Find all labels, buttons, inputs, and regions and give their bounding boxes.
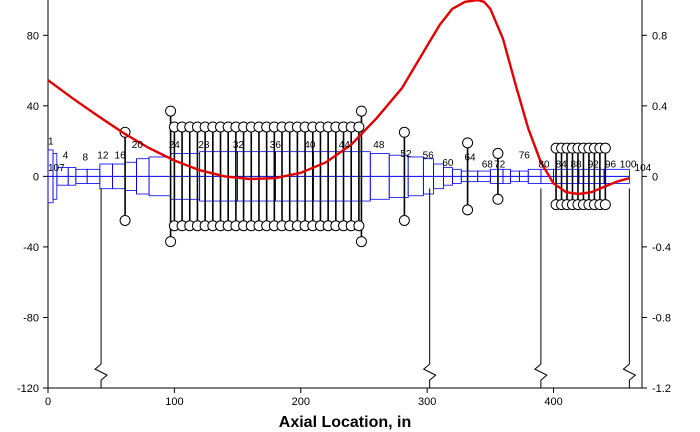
x-tick-label: 200 — [292, 396, 310, 408]
node-label: 80 — [538, 160, 550, 171]
disk-bottom — [398, 214, 410, 226]
y2-tick-label: 0.8 — [652, 30, 667, 42]
mode-shape-line — [47, 0, 630, 196]
disk-top — [398, 126, 410, 138]
y-tick-label: 0 — [33, 171, 39, 183]
node-label: 88 — [570, 160, 582, 171]
pack-disk-top — [353, 121, 365, 133]
pack-disk-top — [599, 142, 611, 154]
y2-tick-label: 0 — [652, 171, 658, 183]
node-label: 64 — [464, 152, 476, 163]
x-axis-title: Axial Location, in — [279, 414, 411, 431]
disk-markers — [119, 105, 611, 248]
node-label: 16 — [115, 151, 127, 162]
y-tick-label: 40 — [27, 101, 39, 113]
support-spring — [94, 363, 108, 388]
disk-bottom — [119, 214, 131, 226]
y2-tick-label: -1.2 — [652, 383, 671, 395]
node-label: 48 — [373, 140, 385, 151]
node-label: 24 — [169, 140, 181, 151]
y2-tick-label: -0.8 — [652, 312, 671, 324]
bearing-supports — [94, 188, 637, 388]
disk-top — [165, 105, 177, 117]
node-label: 60 — [442, 158, 454, 169]
node-label: 52 — [400, 149, 412, 160]
node-label: 68 — [482, 160, 494, 171]
mode-shape — [47, 0, 630, 196]
x-tick-label: 400 — [544, 396, 562, 408]
y-tick-label: 80 — [27, 30, 39, 42]
node-label: 84 — [556, 160, 568, 171]
node-label: 20 — [132, 140, 144, 151]
y2-tick-label: -0.4 — [652, 242, 671, 254]
node-label: 96 — [605, 160, 617, 171]
y2-tick-label: 0.4 — [652, 101, 667, 113]
support-spring — [422, 363, 437, 388]
node-label: 8 — [83, 152, 89, 163]
disk-bottom — [492, 193, 504, 205]
node-label: 12 — [97, 151, 109, 162]
y-tick-label: -40 — [23, 242, 39, 254]
pack-disk-bottom — [599, 199, 611, 211]
node-label: 40 — [304, 140, 316, 151]
node-label: 104 — [635, 163, 652, 174]
support-spring — [533, 363, 548, 388]
disk-top — [462, 137, 474, 149]
node-label: 1 — [48, 137, 54, 148]
x-tick-label: 100 — [165, 396, 183, 408]
pack-disk-bottom — [353, 220, 365, 232]
node-label: 100 — [620, 160, 637, 171]
shaft-model — [47, 149, 630, 204]
disk-bottom — [355, 236, 367, 248]
node-label: 56 — [423, 151, 435, 162]
x-tick-label: 300 — [418, 396, 436, 408]
node-label: 28 — [198, 140, 210, 151]
x-tick-label: 0 — [45, 396, 51, 408]
node-label: 36 — [270, 140, 282, 151]
node-label: 4 — [63, 151, 69, 162]
node-label: 44 — [339, 140, 351, 151]
disk-top — [355, 105, 367, 117]
y-tick-label: -120 — [17, 383, 39, 395]
node-label: 32 — [233, 140, 245, 151]
node-label: 92 — [588, 160, 600, 171]
disk-top — [492, 147, 504, 159]
disk-bottom — [462, 204, 474, 216]
node-label: 107 — [48, 163, 65, 174]
node-label: 72 — [494, 160, 506, 171]
y-tick-label: -80 — [23, 312, 39, 324]
disk-bottom — [165, 236, 177, 248]
support-spring — [622, 363, 637, 388]
node-label: 76 — [519, 151, 531, 162]
